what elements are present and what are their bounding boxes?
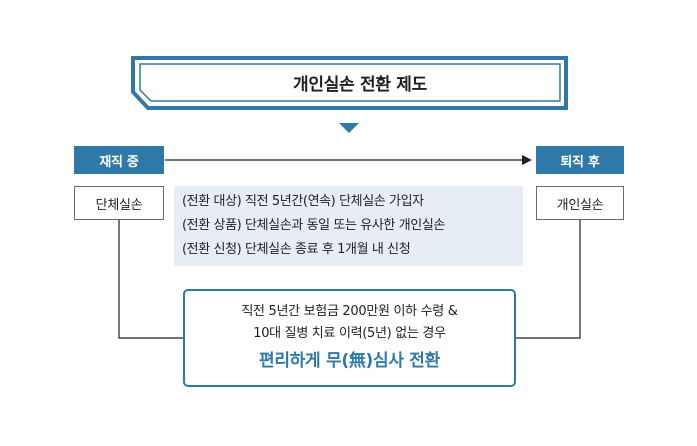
connector-right <box>516 220 581 339</box>
arrow-head-icon <box>522 155 532 165</box>
result-highlight: 편리하게 무(無)심사 전환 <box>259 351 440 371</box>
diagram-title: 개인실손 전환 제도 <box>293 74 427 95</box>
down-arrow-icon <box>339 123 359 133</box>
result-box: 직전 5년간 보험금 200만원 이하 수령 & 10대 질병 치료 이력(5년… <box>183 289 516 387</box>
group-insurance-box: 단체실손 <box>74 186 164 220</box>
condition-target: (전환 대상) 직전 5년간(연속) 단체실손 가입자 <box>182 194 424 209</box>
conditions-panel: (전환 대상) 직전 5년간(연속) 단체실손 가입자 (전환 상품) 단체실손… <box>174 186 523 266</box>
result-line-2: 10대 질병 치료 이력(5년) 없는 경우 <box>253 326 446 341</box>
result-line-1: 직전 5년간 보험금 200만원 이하 수령 & <box>241 304 458 319</box>
after-tag: 퇴직 후 <box>536 146 624 174</box>
before-tag: 재직 중 <box>74 146 164 174</box>
individual-insurance-box: 개인실손 <box>536 186 624 220</box>
condition-product: (전환 상품) 단체실손과 동일 또는 유사한 개인실손 <box>182 218 445 233</box>
banner-inner-frame <box>139 63 561 102</box>
connector-left <box>118 220 183 339</box>
condition-application: (전환 신청) 단체실손 종료 후 1개월 내 신청 <box>182 242 411 257</box>
